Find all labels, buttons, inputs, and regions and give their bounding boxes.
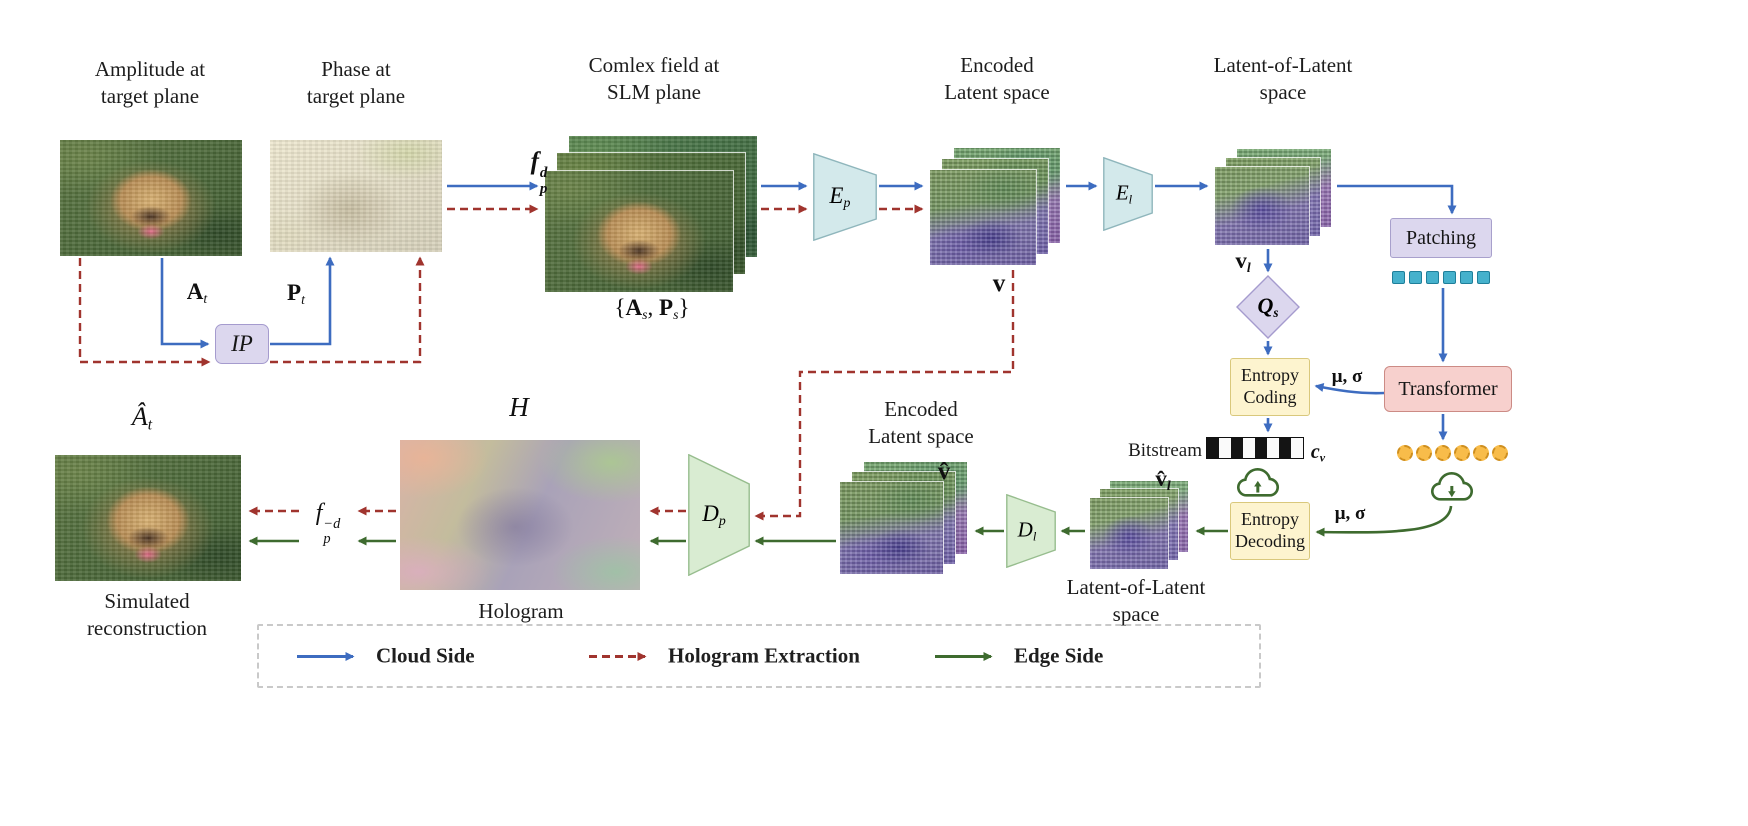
- lol-hat-layer-front: [1090, 498, 1168, 569]
- lol-layer-front: [1215, 167, 1309, 245]
- predicted-token-circle: [1397, 445, 1413, 461]
- legend-item-hologram-extraction: Hologram Extraction: [587, 644, 860, 669]
- transformer-module: Transformer: [1384, 366, 1512, 412]
- predicted-token-circle: [1454, 445, 1470, 461]
- amplitude-title: Amplitude at target plane: [94, 57, 206, 109]
- simulated-reconstruction-title: Simulated reconstruction: [86, 589, 208, 641]
- mu-sigma-top: μ, σ: [1331, 366, 1363, 387]
- entropy-coding-module: Entropy Coding: [1230, 358, 1310, 416]
- encoded-latent-bottom-title: Encoded Latent space: [868, 397, 974, 449]
- patch-token-square: [1460, 271, 1473, 284]
- patch-token-square: [1477, 271, 1490, 284]
- v-hat-symbol: v̂: [937, 458, 951, 485]
- encoder-ep: Ep: [813, 153, 877, 241]
- entropy-decoding-module: Entropy Decoding: [1230, 502, 1310, 560]
- encoded-latent-top-title: Encoded Latent space: [944, 53, 1050, 105]
- token-download-cloud-icon: [1430, 471, 1474, 501]
- phase-title: Phase at target plane: [306, 57, 406, 109]
- legend-item-cloud-side: Cloud Side: [295, 644, 475, 669]
- patch-token-row: [1392, 271, 1490, 284]
- quantizer-qs: Qs: [1236, 275, 1300, 339]
- latent-of-latent-stack-bottom: [1090, 481, 1188, 569]
- predicted-token-circle: [1473, 445, 1489, 461]
- predicted-token-row: [1397, 445, 1508, 461]
- mu-sigma-bottom: μ, σ: [1334, 503, 1366, 524]
- patch-token-square: [1392, 271, 1405, 284]
- encoded-latent-stack-top: [930, 148, 1060, 265]
- cloud-side-arrows: [160, 181, 1457, 441]
- hologram-extraction-arrows: [78, 204, 1015, 521]
- hologram-extraction-arrow-sample: [589, 651, 647, 661]
- el-label: El: [1115, 180, 1133, 207]
- patch-token-square: [1426, 271, 1439, 284]
- latent-of-latent-bottom-title: Latent-of-Latent space: [1066, 575, 1206, 627]
- encoded-latent-stack-bottom: [840, 462, 967, 574]
- patching-module: Patching: [1390, 218, 1492, 258]
- amplitude-symbol: At: [186, 279, 208, 306]
- dp-label: Dp: [702, 501, 726, 528]
- ep-label: Ep: [829, 183, 851, 210]
- dl-label: Dl: [1017, 517, 1037, 544]
- vl-hat-symbol: v̂l: [1155, 466, 1171, 493]
- bitstream-bar: [1206, 437, 1304, 459]
- amplitude-image: [60, 140, 242, 256]
- ip-label: IP: [231, 331, 253, 356]
- bitstream-label: Bitstream: [1128, 440, 1202, 461]
- patch-token-square: [1409, 271, 1422, 284]
- complex-field-layer-front: [545, 171, 733, 292]
- qs-label: Qs: [1257, 293, 1279, 320]
- transformer-label: Transformer: [1398, 377, 1498, 400]
- predicted-token-circle: [1492, 445, 1508, 461]
- phase-image: [270, 140, 442, 252]
- patching-label: Patching: [1406, 226, 1476, 249]
- complex-field-image-stack: [545, 136, 757, 292]
- encoded-latent-layer-front: [930, 170, 1036, 265]
- reconstruction-image: [55, 455, 241, 581]
- latent-hat-layer-front: [840, 482, 943, 574]
- legend-hologram-extraction-label: Hologram Extraction: [668, 643, 860, 668]
- legend-box: Cloud Side Hologram Extraction Edge Side: [257, 624, 1261, 688]
- latent-v-symbol: v: [992, 270, 1006, 297]
- decoder-dp: Dp: [688, 454, 750, 576]
- latent-vl-symbol: vl: [1235, 248, 1251, 275]
- predicted-token-circle: [1416, 445, 1432, 461]
- cv-symbol: cv: [1310, 441, 1326, 465]
- hologram-symbol: H: [509, 392, 529, 422]
- latent-of-latent-stack-top: [1215, 149, 1331, 245]
- decoder-dl: Dl: [1006, 494, 1056, 568]
- encoder-el: El: [1103, 157, 1153, 231]
- reconstruction-symbol: Ât: [131, 402, 153, 434]
- legend-item-edge-side: Edge Side: [933, 644, 1103, 669]
- edge-side-arrows: [248, 505, 1453, 546]
- legend-edge-side-label: Edge Side: [1014, 643, 1104, 668]
- complex-field-title: Comlex field at SLM plane: [588, 53, 720, 105]
- hologram-title: Hologram: [478, 599, 564, 623]
- latent-of-latent-top-title: Latent-of-Latent space: [1213, 53, 1353, 105]
- phase-symbol: Pt: [287, 280, 305, 307]
- legend-cloud-side-label: Cloud Side: [376, 643, 475, 668]
- patch-token-square: [1443, 271, 1456, 284]
- hologram-image: [400, 440, 640, 590]
- predicted-token-circle: [1435, 445, 1451, 461]
- cloud-side-arrow-sample: [297, 651, 355, 661]
- bitstream-upload-cloud-icon: [1236, 467, 1280, 497]
- ip-module: IP: [215, 324, 269, 364]
- complex-field-symbols: {As, Ps}: [614, 295, 690, 322]
- edge-side-arrow-sample: [935, 651, 993, 661]
